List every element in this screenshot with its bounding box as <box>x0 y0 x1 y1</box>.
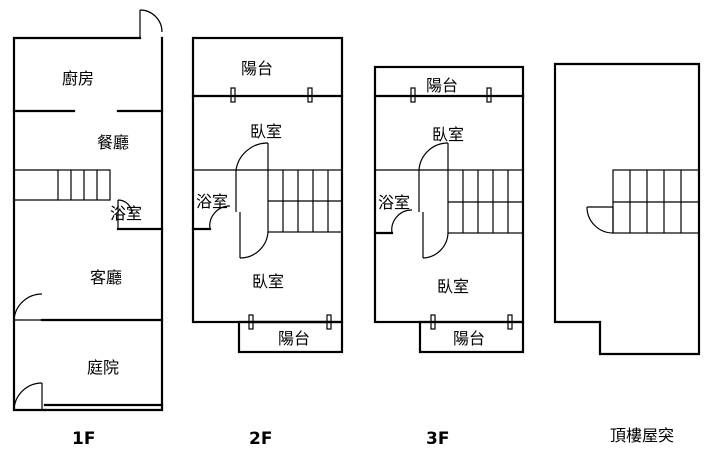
floor-3f-doors <box>391 142 449 259</box>
floor-label-2f: 2F <box>249 429 272 449</box>
floor-2f-window-marks <box>230 87 332 330</box>
floor-3f-window-marks <box>410 87 513 330</box>
floor-1f-doors <box>13 9 163 411</box>
room-1f-living: 客廳 <box>90 268 122 287</box>
room-1f-bath: 浴室 <box>110 204 142 223</box>
room-3f-bedroom-top: 臥室 <box>432 125 464 144</box>
floor-label-3f: 3F <box>426 429 449 449</box>
floor-2f-stairs <box>267 169 343 233</box>
floor-label-1f: 1F <box>72 429 95 449</box>
floor-2f-walls <box>191 36 344 354</box>
room-2f-bedroom-top: 臥室 <box>250 122 282 141</box>
room-3f-balcony-bottom: 陽台 <box>453 329 485 348</box>
room-1f-dining: 餐廳 <box>97 133 129 152</box>
floor-2f-plan: 陽台 臥室 浴室 臥室 陽台 2F <box>191 36 344 449</box>
floor-3f-plan: 陽台 臥室 浴室 臥室 陽台 3F <box>373 65 525 449</box>
room-3f-balcony-top: 陽台 <box>426 76 458 95</box>
floor-roof-walls <box>553 62 701 356</box>
room-3f-bedroom-bottom: 臥室 <box>437 277 469 296</box>
floor-3f-stairs <box>447 169 524 234</box>
floor-1f-stairs <box>14 169 111 201</box>
room-2f-bedroom-bottom: 臥室 <box>252 272 284 291</box>
floor-roof-plan: 頂樓屋突 <box>553 62 701 445</box>
room-2f-balcony-bottom: 陽台 <box>278 329 310 348</box>
floor-1f-walls <box>12 36 164 412</box>
floor-roof-door <box>586 206 614 234</box>
room-2f-balcony-top: 陽台 <box>241 59 273 78</box>
room-2f-bath: 浴室 <box>196 192 228 211</box>
room-1f-kitchen: 廚房 <box>62 69 94 88</box>
room-3f-bath: 浴室 <box>378 193 410 212</box>
room-1f-courtyard: 庭院 <box>87 358 119 377</box>
floor-roof-stairs <box>612 169 700 234</box>
floor-1f-plan: 廚房 餐廳 浴室 客廳 庭院 1F <box>12 9 164 449</box>
floor-2f-doors <box>209 142 269 259</box>
floor-3f-walls <box>373 65 525 354</box>
floor-label-roof: 頂樓屋突 <box>610 426 674 445</box>
